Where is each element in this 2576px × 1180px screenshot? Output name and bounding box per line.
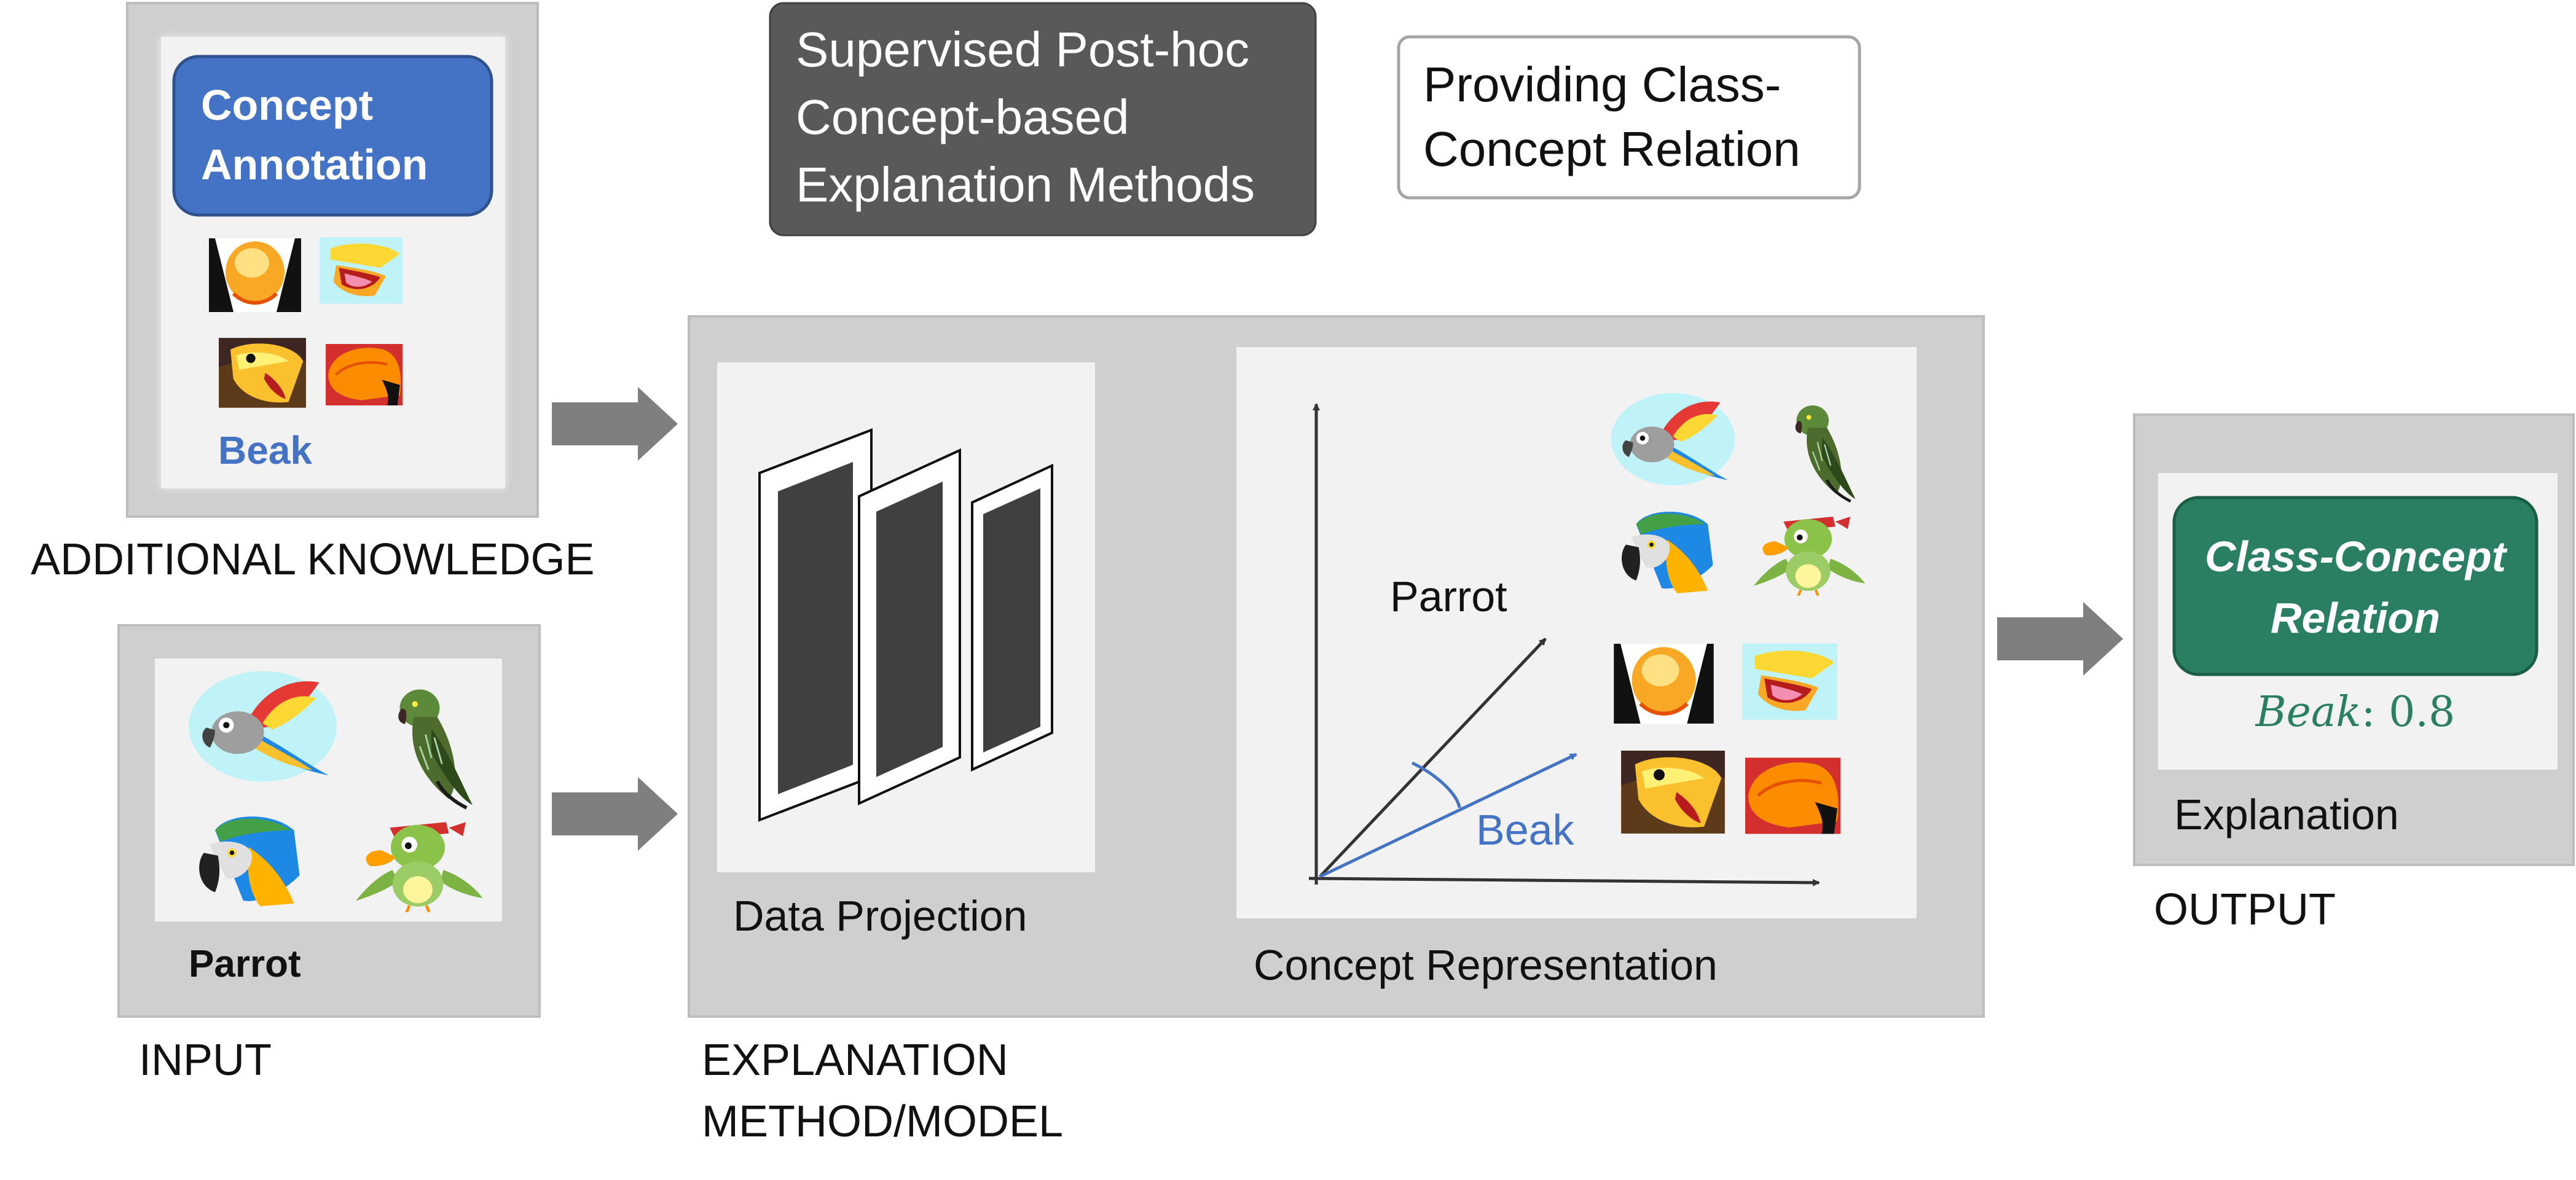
concept-representation-box: Parrot Beak Concept Representation [1236, 347, 1917, 989]
parrot-flying-icon [1611, 393, 1735, 486]
arrow-knowledge-to-method [552, 387, 678, 461]
input-class-label: Parrot [189, 943, 301, 985]
output-panel: Class-Concept Relation Beak: 0.8 Explana… [2133, 413, 2575, 866]
vector-concept-label: Beak [1476, 806, 1575, 854]
relation-score-concept: Beak [2255, 688, 2362, 737]
parrot-flying-icon [189, 671, 337, 782]
concept-annotation-line1: Concept [201, 81, 373, 129]
beak-icon [1745, 758, 1840, 834]
additional-knowledge-panel: Concept Annotation Beak [126, 2, 539, 518]
method-title-line2: Concept-based [796, 90, 1129, 144]
method-title-line1: Supervised Post-hoc [796, 22, 1249, 77]
beak-icon [320, 237, 402, 304]
relation-title-line2: Concept Relation [1423, 122, 1800, 176]
relation-result-line2: Relation [2271, 594, 2440, 642]
beak-icon [1742, 643, 1837, 720]
additional-knowledge-label: ADDITIONAL KNOWLEDGE [31, 535, 594, 584]
explanation-method-label-line1: EXPLANATION [702, 1036, 1008, 1085]
input-panel: Parrot [117, 624, 541, 1018]
concept-representation-label: Concept Representation [1254, 941, 1718, 989]
class-concept-relation-badge: Class-Concept Relation [2172, 496, 2539, 676]
arrow-input-to-method [552, 777, 678, 851]
relation-title-box: Providing Class- Concept Relation [1397, 35, 1861, 200]
angle-arc [1411, 761, 1461, 808]
data-projection-label: Data Projection [733, 892, 1027, 940]
beak-icon [219, 338, 306, 408]
concept-label: Beak [218, 428, 312, 472]
relation-score-value: : 0.8 [2362, 688, 2456, 737]
vector-class-label: Parrot [1390, 572, 1507, 620]
concept-annotation-line2: Annotation [201, 141, 428, 189]
beak-icon [1614, 644, 1714, 724]
data-projection-box: Data Projection [717, 362, 1095, 940]
arrow-method-to-output [1997, 602, 2123, 676]
concept-annotation-badge: Concept Annotation [172, 55, 493, 217]
relation-title-line1: Providing Class- [1423, 57, 1781, 112]
explanation-method-panel: Data Projection Parrot Beak Concept Repr… [688, 315, 1985, 1018]
output-label: OUTPUT [2154, 885, 2336, 934]
beak-icon [209, 238, 301, 312]
beak-vector [1319, 752, 1577, 878]
parrot-vector [1319, 638, 1547, 878]
relation-result-line1: Class-Concept [2205, 533, 2508, 580]
x-axis [1308, 877, 1820, 886]
input-label: INPUT [139, 1036, 272, 1085]
explanation-label: Explanation [2174, 791, 2399, 838]
beak-icon [1621, 751, 1725, 834]
relation-score: Beak: 0.8 [2255, 688, 2456, 737]
beak-icon [326, 344, 402, 405]
explanation-method-label-line2: METHOD/MODEL [702, 1097, 1063, 1146]
method-title-line3: Explanation Methods [796, 157, 1255, 212]
method-title-box: Supervised Post-hoc Concept-based Explan… [769, 2, 1317, 236]
